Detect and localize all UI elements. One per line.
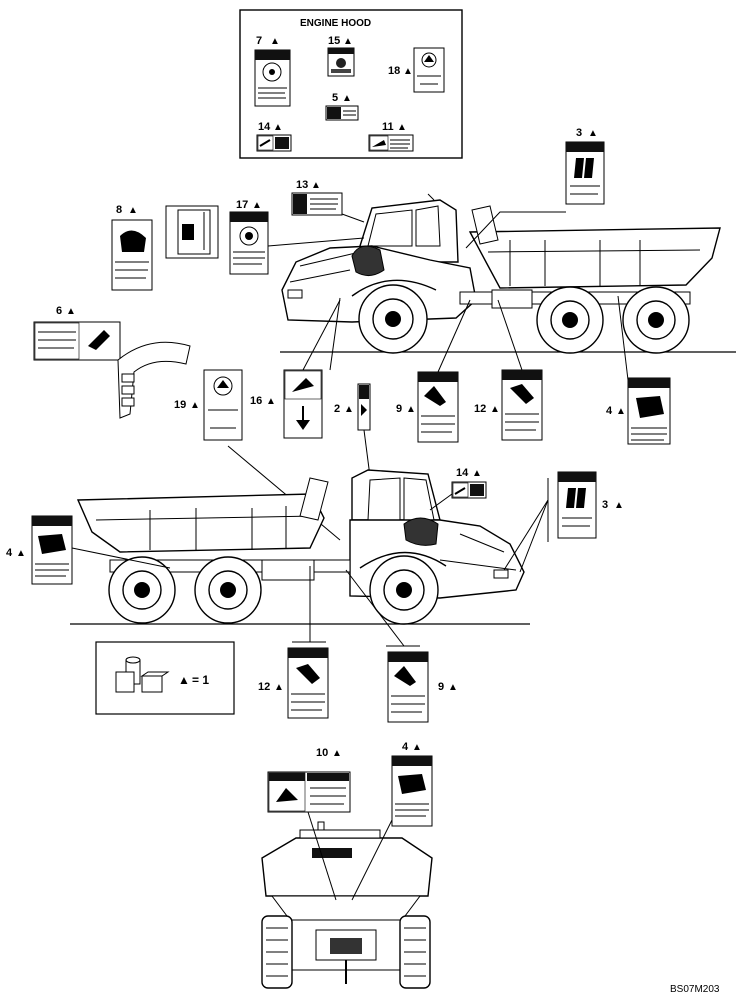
decal-14-hood [256,134,292,152]
callout-12-bottom: 12 [258,681,270,693]
legend-box: ▲ = 1 [95,641,235,715]
decal-16 [283,369,323,439]
triangle-icon: ▲ [343,36,353,47]
tire [358,284,428,354]
tire [369,555,439,625]
decal-11 [368,134,414,152]
triangle-icon: ▲ [266,396,276,407]
frame-lock-detail [165,205,219,259]
legend-equals: = 1 [192,673,209,687]
tire [622,286,690,354]
callout-6: 6 [56,305,62,317]
callout-16: 16 [250,395,262,407]
decal-5 [325,105,359,121]
triangle-icon: ▲ [406,404,416,415]
callout-14-mid: 14 [456,467,469,479]
callout-19: 19 [174,399,186,411]
callout-9-top: 9 [396,403,402,415]
triangle-icon: ▲ [66,306,76,317]
hood-callout-11: 11 [382,121,394,133]
triangle-icon: ▲ [332,748,342,759]
triangle-icon: ▲ [403,66,413,77]
decal-kit-icon [115,656,170,693]
triangle-icon: ▲ [397,122,407,133]
decal-15 [327,47,355,77]
hood-callout-7: 7 [256,35,262,47]
decal-4-top [627,377,671,445]
triangle-icon: ▲ [16,548,26,559]
callout-4-bottom: 4 [402,741,409,753]
triangle-icon: ▲ [490,404,500,415]
tire [536,286,604,354]
truck-side-view-left [280,193,736,354]
triangle-icon: ▲ [342,93,352,104]
triangle-icon: ▲ [270,36,280,47]
decal-13 [291,192,343,216]
triangle-icon: ▲ [311,180,321,191]
triangle-icon: ▲ [614,500,624,511]
decal-12-top [501,369,543,441]
decal-3-mid [557,471,597,539]
callout-17: 17 [236,199,248,211]
callout-4-mid: 4 [6,547,13,559]
hood-callout-5: 5 [332,92,338,104]
tire [108,556,176,624]
fender-step-detail [117,341,191,419]
decal-14-mid [451,481,487,499]
decal-4-mid [31,515,73,585]
legend-triangle-icon: ▲ [178,673,190,687]
callout-12-top: 12 [474,403,486,415]
triangle-icon: ▲ [448,682,458,693]
triangle-icon: ▲ [190,400,200,411]
engine-hood-box: ENGINE HOOD 7 ▲ 15 ▲ 18 ▲ [239,9,463,159]
callout-8: 8 [116,204,122,216]
hood-callout-15: 15 [328,35,340,47]
triangle-icon: ▲ [472,468,482,479]
figure-code: BS07M203 [670,984,720,995]
decal-8 [111,219,153,291]
triangle-icon: ▲ [274,682,284,693]
callout-10: 10 [316,747,328,759]
callout-3-top: 3 [576,127,582,139]
callout-2: 2 [334,403,340,415]
triangle-icon: ▲ [344,404,354,415]
decal-18 [413,47,445,93]
truck-rear-view [261,821,433,989]
decal-12-bottom [287,647,329,719]
decal-4-bottom [391,755,433,827]
triangle-icon: ▲ [616,406,626,417]
hood-callout-14: 14 [258,121,271,133]
callout-3-mid: 3 [602,499,608,511]
callout-9-bottom: 9 [438,681,444,693]
triangle-icon: ▲ [412,742,422,753]
decal-2 [357,383,371,431]
hood-callout-18: 18 [388,65,400,77]
decal-7 [254,49,291,107]
triangle-icon: ▲ [273,122,283,133]
triangle-icon: ▲ [252,200,262,211]
callout-4-top: 4 [606,405,613,417]
truck-side-view-right [70,469,530,625]
tire [194,556,262,624]
tire [261,915,293,989]
decal-9-top [417,371,459,443]
triangle-icon: ▲ [588,128,598,139]
decal-17 [229,211,269,275]
decal-19 [203,369,243,441]
decal-9-bottom [387,651,429,723]
callout-13: 13 [296,179,308,191]
engine-hood-title: ENGINE HOOD [300,18,371,29]
triangle-icon: ▲ [128,205,138,216]
tire [399,915,431,989]
decal-10 [267,771,351,813]
decal-3-top [565,141,605,205]
decal-6 [33,321,121,361]
